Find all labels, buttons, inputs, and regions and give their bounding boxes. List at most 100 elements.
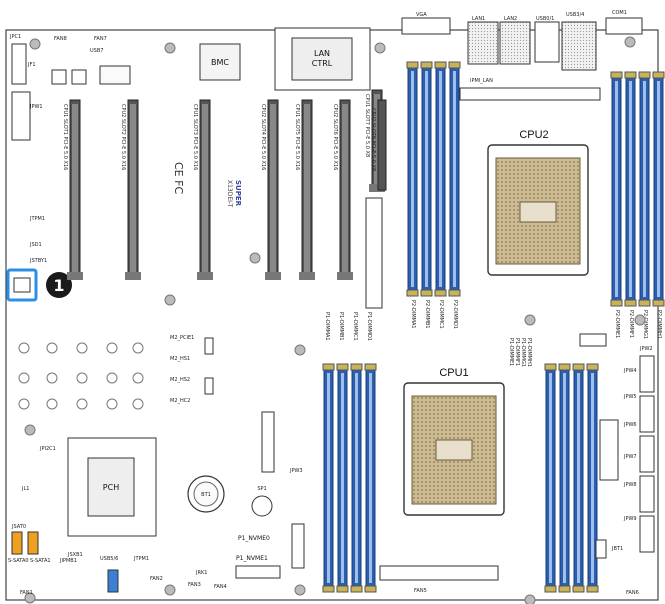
dimm-latch-top xyxy=(586,363,599,371)
power-header xyxy=(579,333,607,347)
standoff-screw xyxy=(524,594,536,604)
standoff-screw xyxy=(164,42,176,54)
pcie-slot-latch xyxy=(125,272,141,280)
dimm-latch-top xyxy=(610,71,623,79)
standoff-screw xyxy=(524,314,536,326)
dimm-slot-key xyxy=(369,373,372,583)
connector-label: FAN1 xyxy=(20,590,33,596)
dimm-label: P1-DIMMB1 xyxy=(338,312,344,341)
dimm-slot-key xyxy=(657,81,660,297)
connector-label: JPW1 xyxy=(29,104,43,110)
dimm-latch-top xyxy=(322,363,335,371)
connector-label: VGA xyxy=(416,12,427,18)
pcie-slot-contacts xyxy=(374,94,380,186)
right-power-header-group xyxy=(261,87,655,581)
dimm-label: P1-DIMMD1 xyxy=(366,312,372,341)
dimm-latch-bottom xyxy=(610,299,623,307)
dimm-slot-key xyxy=(549,373,552,583)
jpc1-header xyxy=(99,65,131,85)
nvme0-connector xyxy=(291,523,305,569)
dimm-label: P2-DIMMA1 xyxy=(410,300,416,329)
pcie-slot-label: CPU2 SLOT6 PCI-E 5.0 X16 xyxy=(332,104,338,170)
pcie-slot-latch xyxy=(265,272,281,280)
dimm-latch-top xyxy=(558,363,571,371)
mounting-hole xyxy=(106,342,118,354)
mounting-hole xyxy=(106,372,118,384)
power-header xyxy=(599,419,619,481)
dimm-latch-top xyxy=(336,363,349,371)
pcie-slot-label: CPU1 SLOT7 PCI-E 5.0 X8 xyxy=(364,94,370,157)
dimm-latch-bottom xyxy=(420,289,433,297)
connector-label: JPC1 xyxy=(9,34,21,40)
dimm-latch-bottom xyxy=(448,289,461,297)
connector-label: USB7 xyxy=(90,48,103,54)
model-name: X13DEI-T xyxy=(226,180,233,208)
connector-label: LAN2 xyxy=(504,16,517,22)
fan-header-8 xyxy=(51,69,67,85)
battery-label: BT1 xyxy=(201,492,211,498)
connector-label: FAN8 xyxy=(54,36,67,42)
standoff-screw xyxy=(624,36,636,48)
mounting-hole xyxy=(18,398,30,410)
dimm-slot-key xyxy=(591,373,594,583)
brand-logo: SUPER xyxy=(234,180,242,207)
m2-label-1: M2_PCIE1 xyxy=(170,335,194,341)
dimm-label: P2-DIMMH1 xyxy=(656,310,662,339)
mounting-hole xyxy=(132,372,144,384)
dimm-latch-bottom xyxy=(638,299,651,307)
pch-label: PCH xyxy=(103,483,119,492)
connector-label: FAN5 xyxy=(414,588,427,594)
dimm-latch-top xyxy=(638,71,651,79)
pcie-slot-latch xyxy=(369,184,385,192)
pcie-slot-label: CPU2 SLOT8 PCI-E 5.0 X8 xyxy=(370,108,376,171)
dimm-label: P2-DIMMD1 xyxy=(452,300,458,329)
pcie-slot-label: CPU1 SLOT1 PCI-E 5.0 X16 xyxy=(62,104,68,170)
standoff-screw xyxy=(249,252,261,264)
pcie-slot-contacts xyxy=(342,104,348,274)
m2-label-2: M2_HS1 xyxy=(170,356,190,362)
dimm-latch-bottom xyxy=(652,299,665,307)
dimm-label: P1-DIMMG1 xyxy=(520,338,526,367)
dimm-latch-bottom xyxy=(406,289,419,297)
mounting-hole xyxy=(132,342,144,354)
connector-label: USB5/6 xyxy=(100,556,118,562)
vertical-header xyxy=(365,197,383,309)
mounting-hole xyxy=(132,398,144,410)
connector-label: JPI2C1 xyxy=(39,446,56,452)
mounting-hole-grid xyxy=(18,36,646,604)
m2-slot-1 xyxy=(204,337,214,355)
highlighted-header xyxy=(6,268,38,302)
speaker-sp1 xyxy=(251,495,273,517)
standoff-screw xyxy=(24,424,36,436)
pcie-slot-label: CPU2 SLOT4 PCI-E 5.0 X16 xyxy=(260,104,266,170)
connector-label: JPW2 xyxy=(639,346,653,352)
dimm-latch-bottom xyxy=(350,585,363,593)
connector-label: JSXB1 xyxy=(67,552,83,558)
dimm-latch-top xyxy=(448,61,461,69)
lan-ctrl-label-line2: CTRL xyxy=(312,59,333,68)
battery-bt1-inner xyxy=(193,481,219,507)
connector-label: JBT1 xyxy=(611,546,623,552)
dimm-latch-top xyxy=(572,363,585,371)
standoff-screw xyxy=(294,344,306,356)
mounting-hole xyxy=(106,398,118,410)
cpu1-label: CPU1 xyxy=(439,367,468,379)
dimm-slot-key xyxy=(629,81,632,297)
power-header xyxy=(639,475,655,513)
mounting-hole xyxy=(76,398,88,410)
rear-io-vga xyxy=(401,17,451,35)
dimm-label: P1-DIMMF1 xyxy=(514,338,520,366)
pcie-slot-latch xyxy=(67,272,83,280)
usb-blue-connector xyxy=(107,569,119,593)
connector-label: JSAT0 xyxy=(11,524,26,530)
dimm-slot-key xyxy=(411,71,414,287)
dimm-slot-key xyxy=(341,373,344,583)
dimm-latch-top xyxy=(652,71,665,79)
standoff-screw xyxy=(24,592,36,604)
m2-label-4: M2_HC2 xyxy=(170,398,190,404)
bmc-label: BMC xyxy=(211,58,229,67)
dimm-latch-top xyxy=(434,61,447,69)
pcie-slot-label: CPU2 SLOT2 PCI-E 5.0 X16 xyxy=(120,104,126,170)
cpu2-label: CPU2 xyxy=(519,129,548,141)
connector-label: S-SATA0 xyxy=(8,558,29,564)
